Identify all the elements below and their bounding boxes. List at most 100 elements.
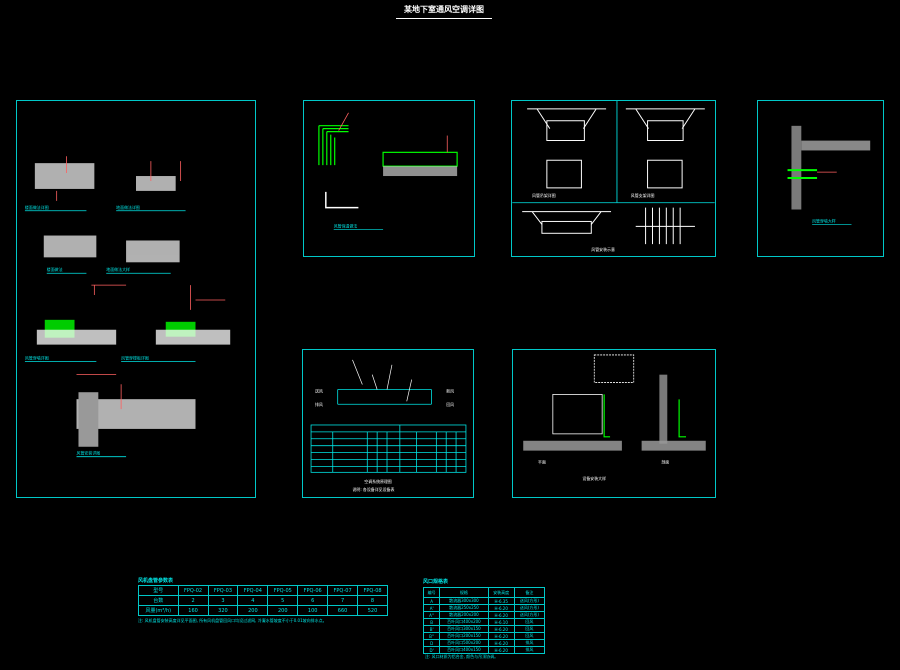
table2-note: 注: 风口材质为铝合金, 颜色与吊顶协调。: [425, 654, 499, 659]
table-cell: 排风: [513, 639, 546, 647]
duct-supports-drawing: 风管吊架详图 风管支架详图 风管安装示意: [512, 101, 715, 252]
table-header-row: 编号规格 安装高度备注: [422, 587, 546, 598]
system-diagram-drawing: 送风 排风 新风 回风 空调系统原理图 说明: 各设备详见设备表: [310, 359, 467, 492]
frame-system-diagram[interactable]: 送风 排风 新风 回风 空调系统原理图 说明: 各设备详见设备表: [302, 349, 474, 498]
table-cell: H-6.20: [487, 632, 515, 640]
header-cell: FPQ-07: [327, 585, 359, 596]
detail-caption: 设备安装大样: [582, 476, 606, 481]
table-cell: B'': [422, 632, 441, 640]
table-cell: H-6.10: [487, 618, 515, 626]
table-cell: H-6.20: [487, 604, 515, 612]
table-cell: 百叶风口400x150: [439, 646, 489, 654]
table-cell: B': [422, 625, 441, 633]
detail-caption: 风管安装示意: [591, 247, 615, 252]
table-cell: 回风: [513, 625, 546, 633]
table-cell: 回风: [513, 632, 546, 640]
diagram-label: 新风: [446, 388, 454, 393]
table2-caption: 风口规格表: [423, 579, 449, 585]
floor-section-hatch: [34, 163, 95, 189]
table-cell: 送风(方形): [513, 611, 546, 619]
detail-caption: 剖面: [661, 459, 669, 464]
diagram-label: 送风: [315, 388, 323, 393]
floor-section-hatch: [36, 329, 117, 345]
table-cell: H-6.20: [487, 646, 515, 654]
table1-caption: 风机盘管参数表: [138, 578, 174, 584]
table-cell: B: [422, 618, 441, 626]
equipment-detail-drawing: 平面 剖面 设备安装大样: [523, 354, 706, 481]
floor-section-hatch: [43, 235, 97, 258]
drawing-title: 某地下室通风空调详图: [404, 5, 484, 14]
header-cell: FPQ-06: [297, 585, 329, 596]
table-cell: 散流器250x250: [439, 604, 489, 612]
frame-equipment-detail[interactable]: 平面 剖面 设备安装大样: [512, 349, 716, 498]
table-cell: 回风: [513, 618, 546, 626]
diagram-caption: 空调系统原理图: [364, 479, 392, 484]
diagram-label: 排风: [315, 402, 323, 407]
table-cell: H-6.20: [487, 611, 515, 619]
header-cell: FPQ-02: [177, 585, 209, 596]
detail-caption: 楼面做法: [47, 267, 63, 272]
fan-coil-table: 型号 FPQ-02 FPQ-03 FPQ-04 FPQ-05 FPQ-06 FP…: [138, 585, 388, 616]
table-cell: 百叶风口400x200: [439, 618, 489, 626]
detail-caption: 平面: [538, 459, 546, 464]
detail-caption: 风管吊架详图: [532, 193, 556, 198]
table-cell: H-6.20: [487, 639, 515, 647]
title-underline: [396, 18, 492, 19]
frame-wall-penetration[interactable]: 风管穿墙大样: [757, 100, 884, 257]
detail-caption: 楼面做法详图: [25, 205, 49, 210]
header-cell: 型号: [138, 585, 179, 596]
detail-caption: 风管安装详图: [77, 451, 101, 456]
header-cell: FPQ-04: [237, 585, 269, 596]
table-header-row: 型号 FPQ-02 FPQ-03 FPQ-04 FPQ-05 FPQ-06 FP…: [138, 585, 388, 596]
table-cell: 散流器300x300: [439, 597, 489, 605]
detail-caption: 风管支架详图: [631, 193, 655, 198]
table-cell: A'': [422, 611, 441, 619]
diagram-label: 回风: [446, 402, 454, 407]
detail-caption: 风管穿墙详图: [25, 355, 49, 360]
floor-section-hatch: [126, 240, 180, 263]
table-cell: 散流器200x200: [439, 611, 489, 619]
frame-duct-supports[interactable]: 风管吊架详图 风管支架详图 风管安装示意: [511, 100, 716, 257]
detail-caption: 地面做法大样: [106, 267, 130, 272]
table-cell: H-6.20: [487, 625, 515, 633]
table-cell: 百叶风口500x200: [439, 639, 489, 647]
table-cell: 排风: [513, 646, 546, 654]
header-cell: FPQ-05: [267, 585, 299, 596]
frame-duct-joint[interactable]: 风管保温做法: [303, 100, 475, 257]
detail-caption: 地面做法详图: [116, 205, 140, 210]
header-cell: FPQ-08: [357, 585, 388, 596]
duct-joint-drawing: 风管保温做法: [318, 112, 458, 230]
detail-caption: 风管穿楼板详图: [121, 355, 149, 360]
table-cell: A: [422, 597, 441, 605]
floor-details-drawing: 楼面做法详图 地面做法详图 楼面做法 地面做法大样 风管穿墙详图 风管穿楼板详图…: [25, 156, 231, 458]
table-cell: A': [422, 604, 441, 612]
floor-section-hatch: [155, 329, 231, 345]
diagram-subcaption: 说明: 各设备详见设备表: [352, 487, 394, 492]
table-cell: D: [422, 639, 441, 647]
table1-note: 注: 风机盘管安装高度详见平面图, 所有风机盘管回风口均设过滤网, 冷凝水管坡度…: [138, 618, 327, 623]
table-cell: D': [422, 646, 441, 654]
table-cell: 百叶风口200x150: [439, 632, 489, 640]
table-cell: 送风(方形): [513, 604, 546, 612]
wall-penetration-drawing: 风管穿墙大样: [787, 125, 871, 225]
floor-section-hatch: [136, 176, 176, 191]
table-cell: 送风(方形): [513, 597, 546, 605]
table-cell: 百叶风口300x150: [439, 625, 489, 633]
frame-floor-details[interactable]: 楼面做法详图 地面做法详图 楼面做法 地面做法大样 风管穿墙详图 风管穿楼板详图…: [16, 100, 256, 498]
detail-caption: 风管穿墙大样: [812, 218, 836, 223]
detail-caption: 风管保温做法: [334, 223, 358, 228]
wall-hatch: [78, 392, 99, 447]
table-cell: H-6.35: [487, 597, 515, 605]
header-cell: FPQ-03: [207, 585, 239, 596]
